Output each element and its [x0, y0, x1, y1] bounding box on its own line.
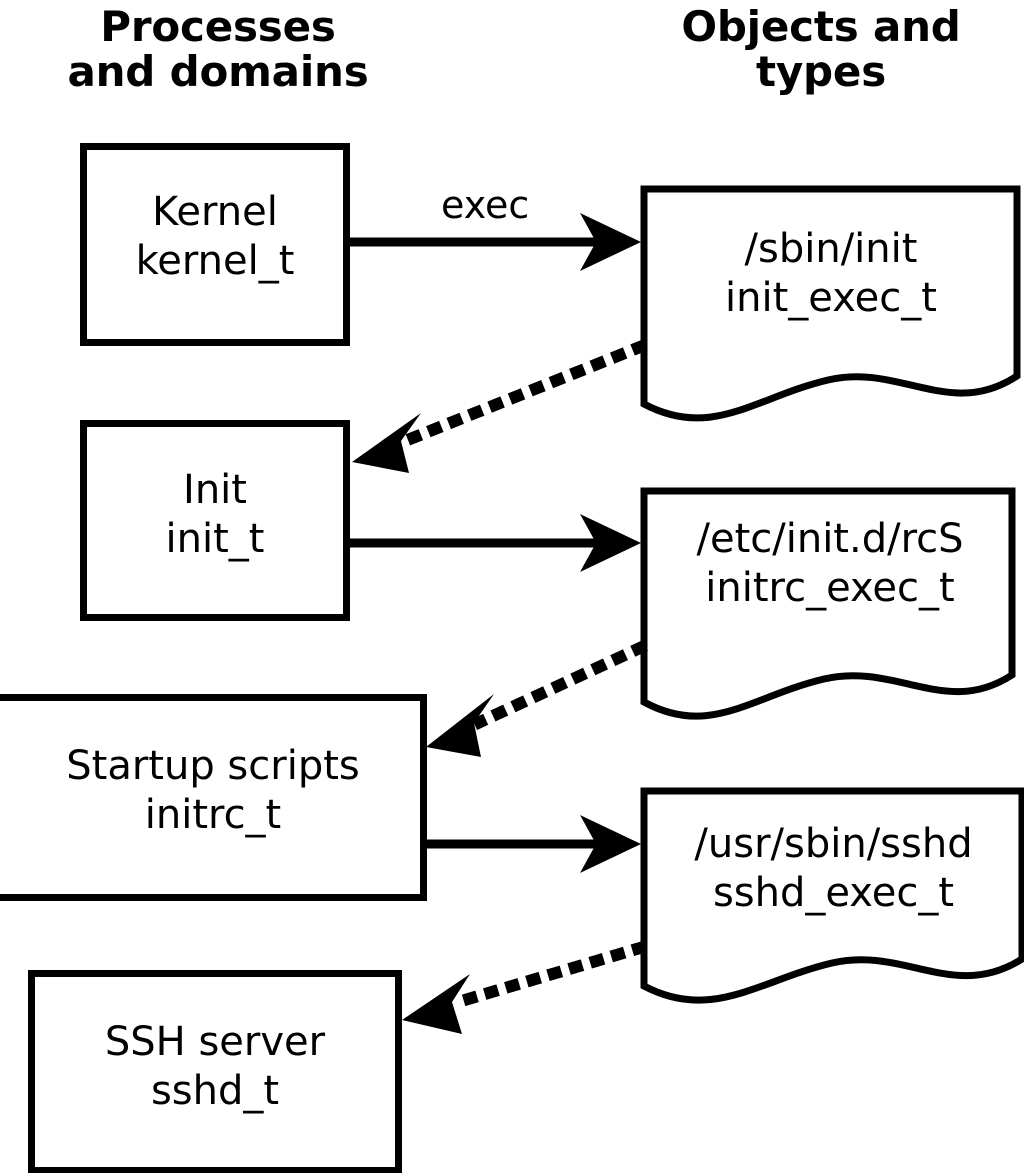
edge-kernel-exec-init_exec	[350, 213, 641, 271]
object-node-init-exec-shape	[640, 185, 1021, 422]
edge-initrc-exec-sshd_exec	[426, 815, 641, 873]
process-node-kernel[interactable]	[80, 143, 350, 345]
edge-init_exec-transition-init	[352, 339, 648, 473]
object-node-initrc-exec[interactable]	[641, 488, 1016, 722]
edge-sshd_exec-transition-sshd	[402, 940, 648, 1034]
edge-label-exec: exec	[441, 183, 530, 227]
object-node-initrc-exec-shape	[640, 487, 1016, 720]
process-node-initrc-shape	[0, 694, 427, 901]
process-node-sshd[interactable]	[28, 970, 402, 1170]
edge-initrc_exec-transition-initrc	[426, 640, 648, 757]
object-node-sshd-exec[interactable]	[641, 788, 1024, 1006]
column-heading-objects: Objects and types	[681, 2, 961, 97]
object-node-init-exec[interactable]	[641, 186, 1021, 422]
edge-init-exec-initrc_exec	[350, 514, 641, 572]
process-node-sshd-shape	[28, 970, 402, 1173]
column-heading-processes: Processes and domains	[67, 2, 369, 97]
process-node-init-shape	[80, 420, 350, 621]
process-node-initrc[interactable]	[0, 694, 427, 901]
process-node-init[interactable]	[80, 420, 350, 621]
process-node-kernel-shape	[80, 143, 350, 346]
object-node-sshd-exec-shape	[640, 787, 1024, 1004]
